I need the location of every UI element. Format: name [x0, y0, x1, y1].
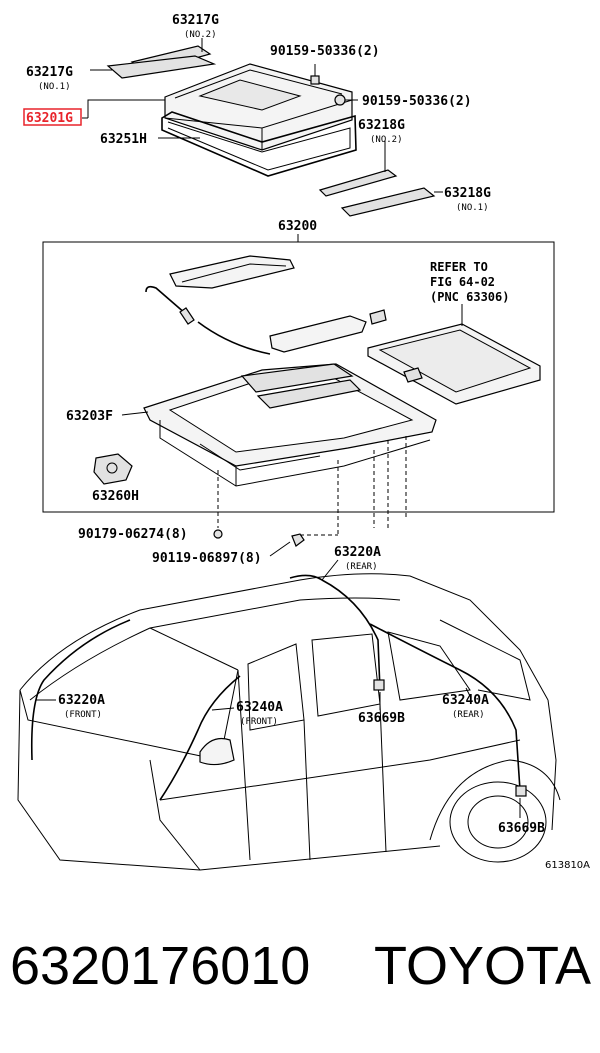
front-rail [169, 255, 295, 289]
clip-63669b-rear [515, 785, 527, 797]
footer: 6320176010 TOYOTA [0, 935, 600, 1015]
label-63220a-rear-sub: (REAR) [345, 562, 378, 572]
sunroof-motor [93, 453, 133, 485]
assembly-box [42, 241, 555, 513]
label-63240a-front-sub: (FRONT) [240, 717, 278, 727]
label-63260h: 63260H [92, 489, 139, 504]
label-90159-top: 90159-50336(2) [270, 44, 380, 59]
label-63218g-no1: 63218G [444, 186, 491, 201]
clip-63669b-mid [373, 679, 385, 691]
label-63240a-rear: 63240A [442, 693, 489, 708]
refer-line-2: FIG 64-02 [430, 275, 495, 289]
label-90179: 90179-06274(8) [78, 527, 188, 542]
label-63218g-no2-sub: (NO.2) [370, 135, 403, 145]
glass-panel [164, 63, 353, 151]
drain-hose-front-b [159, 675, 241, 801]
part-number: 6320176010 [10, 936, 311, 996]
label-63217g-no1-sub: (NO.1) [38, 82, 71, 92]
highlight-box [23, 108, 82, 126]
side-strip-no2 [318, 169, 398, 197]
label-63203f: 63203F [66, 409, 113, 424]
label-63200: 63200 [278, 219, 317, 234]
parts-diagram: 63217G (NO.2) 63217G (NO.1) 63201G 63251… [17, 13, 590, 871]
label-63201g: 63201G [26, 111, 73, 126]
drain-hose-front [30, 619, 131, 761]
drain-hose-rear-b [369, 623, 521, 791]
car-body [17, 573, 561, 871]
label-63218g-no2: 63218G [358, 118, 405, 133]
label-63220a-rear: 63220A [334, 545, 381, 560]
deflector-strip-no1 [106, 55, 217, 79]
label-63240a-rear-sub: (REAR) [452, 710, 485, 720]
bolt-mid [334, 94, 358, 106]
side-strip-no1 [340, 187, 436, 217]
label-63669b-mid: 63669B [358, 711, 405, 726]
label-63669b-rear: 63669B [498, 821, 545, 836]
nut-90179 [213, 529, 223, 539]
label-90159-mid: 90159-50336(2) [362, 94, 472, 109]
sunshade [367, 323, 541, 405]
rear-rail [269, 309, 387, 353]
bolt-top [310, 64, 320, 85]
drain-hose-rear [289, 574, 381, 691]
label-63251h: 63251H [100, 132, 147, 147]
label-63218g-no1-sub: (NO.1) [456, 203, 489, 213]
label-63220a-front: 63220A [58, 693, 105, 708]
refer-line-3: (PNC 63306) [430, 290, 509, 304]
label-90119: 90119-06897(8) [152, 551, 262, 566]
sunroof-frame [143, 363, 437, 487]
label-63240a-front: 63240A [236, 700, 283, 715]
clip-90119 [291, 533, 305, 547]
label-63217g-no2: 63217G [172, 13, 219, 28]
label-63217g-no1: 63217G [26, 65, 73, 80]
drive-cable-left [145, 285, 271, 355]
brand-name: TOYOTA [374, 936, 592, 996]
label-63217g-no2-sub: (NO.2) [184, 30, 217, 40]
label-63220a-front-sub: (FRONT) [64, 710, 102, 720]
refer-line-1: REFER TO [430, 260, 488, 274]
figure-code: 613810A [545, 860, 590, 871]
